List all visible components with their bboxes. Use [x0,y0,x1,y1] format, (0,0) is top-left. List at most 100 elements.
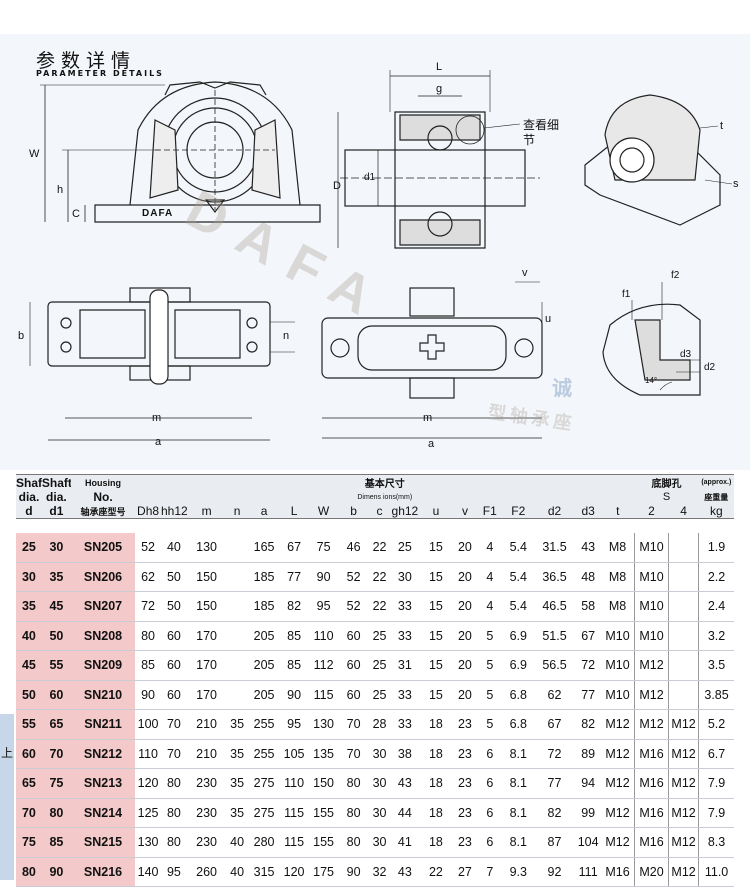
cell-t: M12 [601,739,635,769]
cell-d: 35 [16,591,42,622]
cell-h: 80 [161,768,187,799]
cell-c: 28 [368,709,391,740]
label-angle: 14° [645,376,658,385]
label-d2: d2 [704,362,716,373]
hdr-s2: 2 [634,504,669,519]
cell-v: 20 [453,680,477,710]
label-a-top: a [428,438,435,450]
top-band [0,0,750,35]
cell-s4: M12 [668,709,699,740]
cell-n: 35 [226,768,248,799]
cell-a: 165 [248,533,281,563]
cell-c: 30 [368,768,391,799]
cell-g: 30 [390,562,419,592]
cell-F1: 5 [476,680,503,710]
cell-h: 70 [161,739,187,769]
front-view [40,81,321,223]
label-h: h [57,184,64,196]
cell-c: 22 [368,591,391,622]
cell-no: SN210 [70,680,136,710]
hdr-no: No. [70,490,136,504]
cell-D: 140 [135,857,161,887]
cell-a: 275 [248,768,281,799]
cell-d2: 72 [533,739,576,769]
cell-b: 90 [339,857,369,887]
cell-L: 82 [280,591,309,622]
cell-a: 275 [248,798,281,828]
cell-g: 41 [390,827,419,858]
cell-g: 33 [390,591,419,622]
cell-v: 23 [453,739,477,769]
cell-d2: 46.5 [533,591,576,622]
cell-t: M10 [601,650,635,681]
cell-d3: 67 [575,621,602,651]
cell-a: 315 [248,857,281,887]
cell-kg: 2.2 [698,562,734,592]
cell-d2: 77 [533,768,576,799]
cell-d1: 30 [41,533,71,563]
cell-g: 43 [390,857,419,887]
hdr-weight: 座重量 [698,490,734,504]
cell-W: 112 [308,650,340,681]
cell-D: 110 [135,739,161,769]
cell-D: 85 [135,650,161,681]
cell-s4 [668,650,699,681]
hdr-hh12: hh12 [161,504,187,519]
cell-d1: 55 [41,650,71,681]
cell-F2: 5.4 [502,562,534,592]
cell-L: 90 [280,680,309,710]
cell-W: 135 [308,739,340,769]
hdr-gh12: gh12 [390,504,419,519]
cell-m: 230 [186,798,227,828]
cell-F1: 6 [476,827,503,858]
cell-d2: 31.5 [533,533,576,563]
cell-s2: M16 [633,739,669,769]
cell-L: 110 [280,768,309,799]
cell-W: 115 [308,680,340,710]
cell-F2: 6.8 [502,680,534,710]
cell-D: 130 [135,827,161,858]
cell-m: 230 [186,768,227,799]
cell-d: 65 [16,768,42,799]
cell-n [226,621,248,651]
cell-c: 25 [368,680,391,710]
hdr-dia-1: dia. [16,490,42,504]
cell-no: SN211 [70,709,136,740]
cell-a: 205 [248,650,281,681]
cell-v: 20 [453,591,477,622]
cell-a: 185 [248,562,281,592]
label-g: g [436,83,443,95]
cell-g: 43 [390,768,419,799]
cell-W: 130 [308,709,340,740]
cell-d3: 72 [575,650,602,681]
cell-a: 255 [248,709,281,740]
cell-d: 75 [16,827,42,858]
cell-n: 35 [226,798,248,828]
header-row-3: d d1 轴承座型号 Dh8 hh12 m n a L W b c gh12 u… [16,504,734,519]
cell-kg: 7.9 [698,798,734,828]
cell-d1: 80 [41,798,71,828]
cell-b: 80 [339,798,369,828]
cell-s4 [668,680,699,710]
label-C: C [72,208,80,220]
cell-c: 30 [368,798,391,828]
cell-d: 80 [16,857,42,887]
cell-t: M12 [601,709,635,740]
spacer-row [16,518,734,533]
hdr-a: a [248,504,281,519]
cell-L: 85 [280,621,309,651]
hdr-F2: F2 [502,504,534,519]
cell-m: 170 [186,650,227,681]
cell-d1: 65 [41,709,71,740]
cell-t: M12 [601,768,635,799]
cell-D: 80 [135,621,161,651]
cell-D: 72 [135,591,161,622]
cell-c: 25 [368,650,391,681]
hdr-F1: F1 [476,504,503,519]
cell-s2: M16 [633,768,669,799]
cell-c: 32 [368,857,391,887]
hdr-kg: kg [698,504,734,519]
